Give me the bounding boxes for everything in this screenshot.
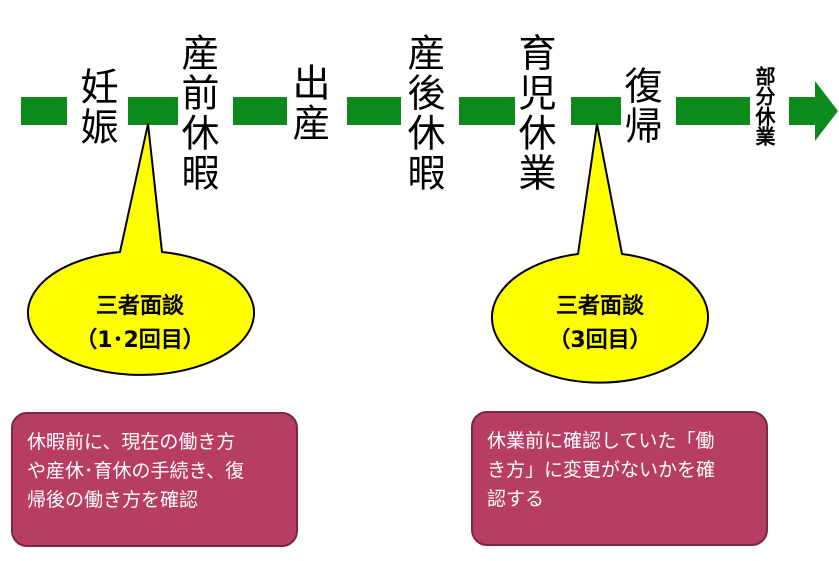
timeline-segment	[347, 97, 401, 125]
timeline-segment	[21, 97, 67, 125]
timeline-segment	[459, 97, 515, 125]
speech-bubble-first	[27, 123, 255, 376]
bubble-second-subtitle: （3回目）	[548, 328, 652, 353]
note-first: 休暇前に、現在の働き方 や産休･育休の手続き、復 帰後の働き方を確認	[11, 412, 298, 547]
stage-return: 復帰	[618, 66, 662, 146]
timeline-segment	[233, 97, 287, 125]
timeline-segment	[128, 97, 178, 125]
bubble-second-text: 三者面談 （3回目）	[505, 290, 695, 358]
bubble-first-title: 三者面談	[95, 294, 184, 319]
stage-childcare-leave: 育児休業	[512, 33, 556, 193]
bubble-first-text: 三者面談 （1･2回目）	[45, 290, 235, 358]
stage-birth: 出産	[286, 63, 330, 143]
bubble-second-title: 三者面談	[555, 294, 644, 319]
note-second: 休業前に確認していた「働 き方」に変更がないかを確 認する	[471, 411, 768, 546]
timeline-arrow-icon	[789, 81, 838, 141]
stage-partial-leave: 部分休業	[752, 66, 776, 146]
speech-bubble-second	[491, 123, 709, 384]
stage-pregnancy: 妊娠	[74, 67, 118, 147]
timeline-segment	[571, 97, 623, 125]
timeline-segment	[676, 97, 750, 125]
stage-prenatal-leave: 産前休暇	[175, 33, 219, 193]
bubble-first-subtitle: （1･2回目）	[75, 328, 205, 353]
stage-postnatal-leave: 産後休暇	[401, 33, 445, 193]
